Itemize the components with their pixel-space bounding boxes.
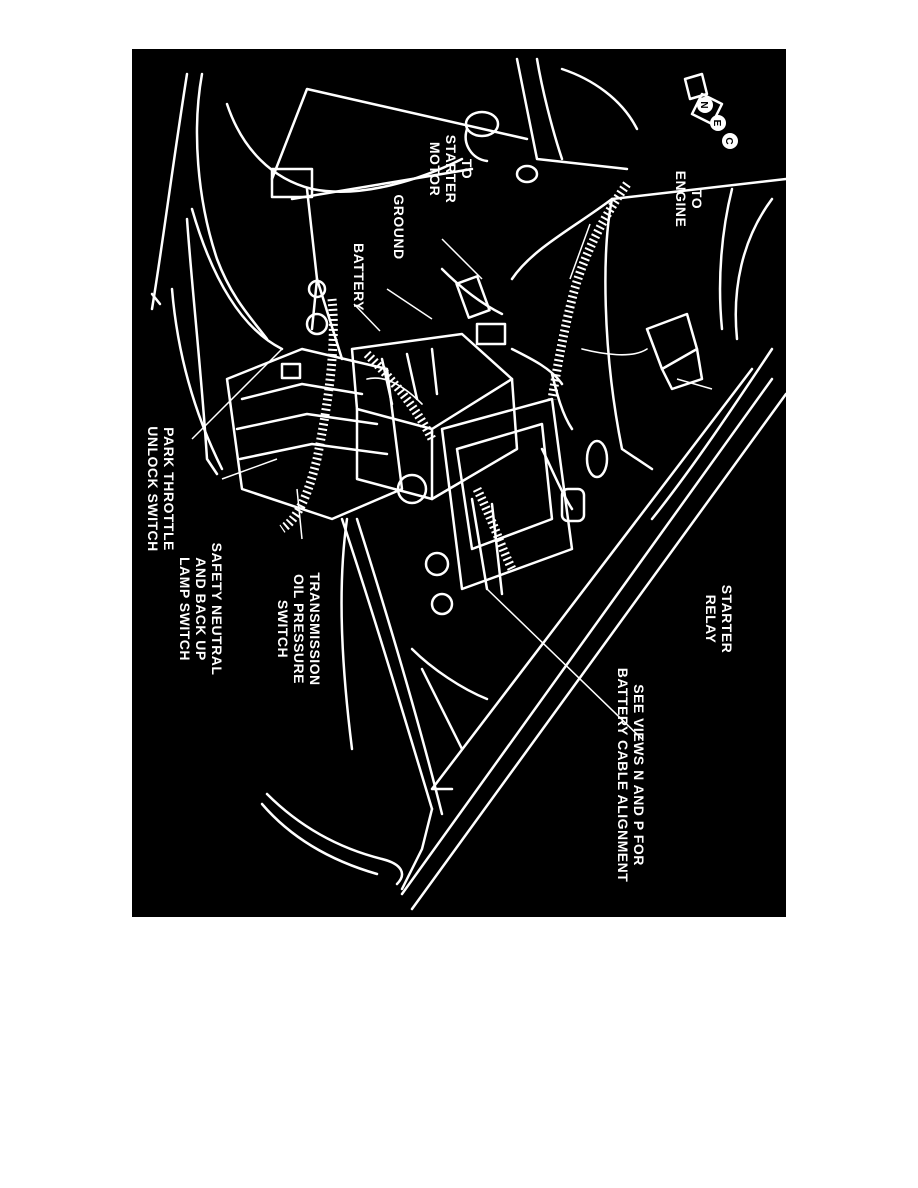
label-to-starter-motor-line2: STARTER [443, 135, 459, 204]
label-safety-neutral-line1: SAFETY NEUTRAL [209, 543, 225, 676]
label-safety-neutral-back-up-lamp-switch: SAFETY NEUTRAL AND BACK UP LAMP SWITCH [177, 543, 225, 676]
label-transmission-line3: SWITCH [275, 600, 291, 658]
label-battery: BATTERY [351, 243, 367, 311]
callout-leaders [191, 223, 713, 740]
compass-letter-n: N [698, 101, 709, 108]
label-see-views-line2: BATTERY CABLE ALIGNMENT [615, 668, 631, 883]
wiring-diagram-figure: N E C TO ENGINE TO STARTER MOTOR GROUND … [132, 49, 786, 917]
label-to-starter-motor-line3: MOTOR [427, 142, 443, 196]
label-see-views: SEE VIEWS N AND P FOR BATTERY CABLE ALIG… [615, 668, 647, 883]
compass-letter-c: C [723, 137, 734, 144]
label-to-starter-motor: TO STARTER MOTOR [427, 135, 475, 204]
label-transmission-oil-pressure-switch: TRANSMISSION OIL PRESSURE SWITCH [275, 572, 323, 685]
label-starter-relay-line1: STARTER [719, 585, 735, 654]
label-safety-neutral-line2: AND BACK UP [193, 557, 209, 661]
engine-bay-artwork [150, 57, 786, 911]
label-park-throttle-line2: UNLOCK SWITCH [145, 426, 161, 552]
diagram-drawing: N E C TO ENGINE TO STARTER MOTOR GROUND … [145, 57, 786, 911]
label-park-throttle-line1: PARK THROTTLE [161, 427, 177, 551]
label-safety-neutral-line3: LAMP SWITCH [177, 557, 193, 661]
compass-letter-e: E [711, 120, 722, 127]
label-to-starter-motor-line1: TO [459, 159, 475, 179]
label-starter-relay: STARTER RELAY [703, 585, 735, 654]
label-see-views-line1: SEE VIEWS N AND P FOR [631, 684, 647, 866]
label-park-throttle-unlock-switch: PARK THROTTLE UNLOCK SWITCH [145, 426, 177, 552]
compass-badge: N E C [683, 72, 738, 149]
label-to-engine-line1: TO [689, 189, 705, 209]
label-transmission-line2: OIL PRESSURE [291, 574, 307, 684]
label-starter-relay-line2: RELAY [703, 595, 719, 644]
label-battery-text: BATTERY [351, 243, 367, 311]
label-to-engine-line2: ENGINE [673, 171, 689, 228]
label-transmission-line1: TRANSMISSION [307, 572, 323, 685]
label-ground-text: GROUND [391, 194, 407, 259]
label-ground: GROUND [391, 194, 407, 259]
label-to-engine: TO ENGINE [673, 171, 705, 228]
